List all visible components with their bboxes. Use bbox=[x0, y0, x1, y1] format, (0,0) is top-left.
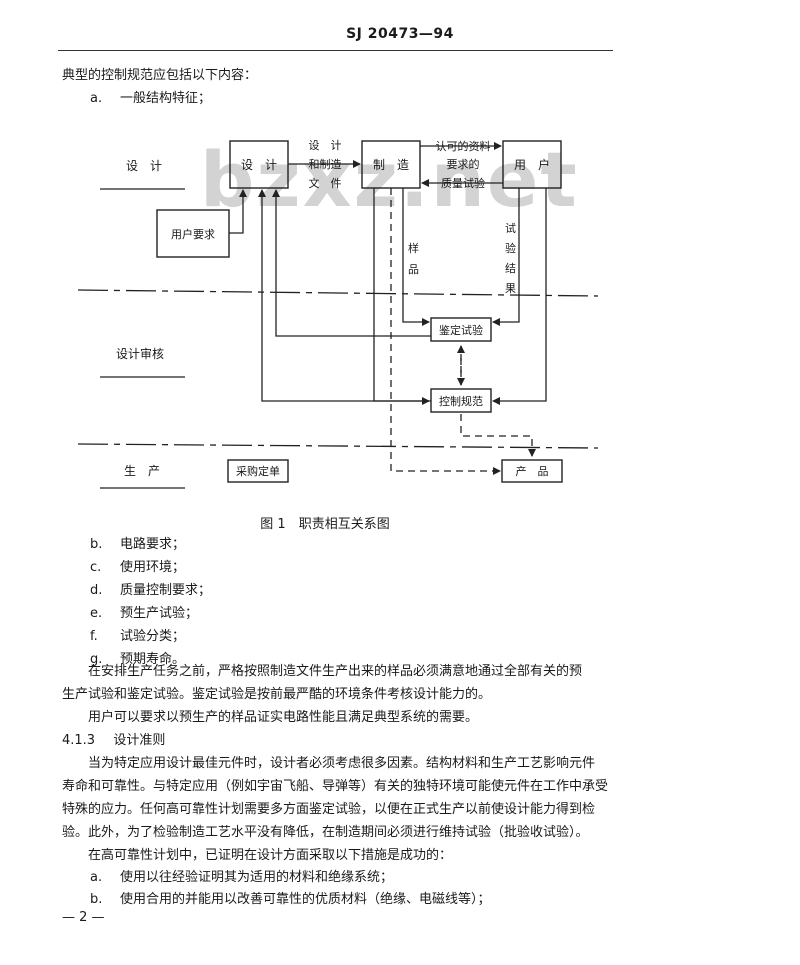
label-sample-1: 样 bbox=[408, 241, 419, 255]
para3-line1: 当为特定应用设计最佳元件时，设计者必须考虑很多因素。结构材料和生产工艺影响元件 bbox=[88, 756, 596, 771]
list-item-label: a. bbox=[90, 870, 103, 885]
arrow-results-to-test bbox=[492, 188, 520, 326]
list-item-label: d. bbox=[90, 583, 103, 598]
arrow-requirements-to-design bbox=[229, 189, 247, 234]
list-item-e: e. 预生产试验； bbox=[90, 602, 198, 621]
label-approved-data-2: 要求的 bbox=[447, 157, 480, 171]
list-item-g: g. 预期寿命。 bbox=[90, 648, 185, 667]
para1-line2: 生产试验和鉴定试验。鉴定试验是按前最严酷的环境条件考核设计能力的。 bbox=[62, 687, 492, 702]
para2: 用户可以要求以预生产的样品证实电路性能且满足典型系统的需要。 bbox=[88, 710, 479, 725]
list-item-a: a. 一般结构特征； bbox=[90, 87, 211, 106]
dashed-spec-to-product bbox=[460, 414, 536, 457]
box-user bbox=[502, 140, 562, 189]
box-purchase-order-label: 采购定单 bbox=[236, 464, 280, 478]
box-control-spec-label: 控制规范 bbox=[439, 394, 483, 408]
label-results-1: 试 bbox=[505, 222, 516, 235]
box-product-label: 产 品 bbox=[516, 464, 549, 478]
header-rule bbox=[58, 50, 613, 51]
label-approved-data-3: 质量试验 bbox=[441, 176, 485, 190]
section-title: 设计准则 bbox=[113, 733, 166, 748]
label-sample-2: 品 bbox=[408, 263, 419, 276]
lane-label-production: 生 产 bbox=[124, 464, 160, 478]
arrow-user-to-spec bbox=[492, 188, 547, 405]
list-item-b: b. 电路要求； bbox=[90, 533, 185, 552]
standard-code: SJ 20473—94 bbox=[346, 26, 454, 42]
list-item-c: c. 使用环境； bbox=[90, 556, 185, 575]
bottom-item-a: a. 使用以往经验证明其为适用的材料和绝缘系统； bbox=[90, 866, 393, 885]
arrow-sample-to-test bbox=[402, 188, 430, 326]
lane-divider-2 bbox=[77, 443, 599, 449]
figure-caption: 图 1 职责相互关系图 bbox=[260, 517, 390, 532]
list-item-text: 使用以往经验证明其为适用的材料和绝缘系统； bbox=[120, 870, 394, 885]
label-design-docs-1: 设 计 bbox=[309, 139, 342, 152]
list-item-f: f. 试验分类； bbox=[90, 625, 185, 644]
list-item-text: 使用环境； bbox=[120, 560, 186, 575]
lane-label-design: 设 计 bbox=[126, 159, 162, 173]
list-item-d: d. 质量控制要求； bbox=[90, 579, 211, 598]
responsibility-diagram: 设 计 设计审核 生 产 设 计 制 造 用 户 用户要求 鉴定试验 控制规范 … bbox=[77, 139, 599, 489]
para4: 在高可靠性计划中，已证明在设计方面采取以下措施是成功的： bbox=[88, 848, 453, 863]
intro-text: 典型的控制规范应包括以下内容： bbox=[62, 68, 258, 83]
box-qualification-test bbox=[430, 317, 492, 342]
label-results-2: 验 bbox=[505, 241, 516, 255]
lane-label-review: 设计审核 bbox=[116, 346, 164, 361]
page-number: — 2 — bbox=[62, 910, 105, 925]
box-product bbox=[501, 459, 563, 483]
list-item-text: 质量控制要求； bbox=[120, 583, 212, 598]
box-qualification-test-label: 鉴定试验 bbox=[439, 323, 483, 337]
list-item-text: 一般结构特征； bbox=[120, 91, 212, 106]
para3-line2: 寿命和可靠性。与特定应用（例如宇宙飞船、导弹等）有关的独特环境可能使元件在工作中… bbox=[62, 779, 609, 794]
list-item-text: 使用合用的并能用以改善可靠性的优质材料（绝缘、电磁线等）； bbox=[120, 892, 491, 907]
arrow-test-to-design bbox=[272, 189, 431, 337]
list-item-label: b. bbox=[90, 537, 103, 552]
box-user-label: 用 户 bbox=[514, 157, 550, 172]
list-item-label: g. bbox=[90, 652, 103, 667]
list-item-text: 预期寿命。 bbox=[120, 652, 186, 667]
list-item-label: b. bbox=[90, 892, 103, 907]
label-approved-data-1: 认可的资料 bbox=[436, 139, 491, 153]
label-design-docs-3: 文 件 bbox=[309, 176, 342, 190]
section-heading: 4.1.3 设计准则 bbox=[62, 729, 165, 748]
dashed-manufacture-to-product bbox=[390, 188, 501, 475]
para3-line3: 特殊的应力。任何高可靠性计划需要多方面鉴定试验，以便在正式生产以前使设计能力得到… bbox=[62, 802, 596, 817]
arrow-spec-to-design bbox=[258, 189, 431, 402]
box-user-requirements-label: 用户要求 bbox=[171, 227, 215, 241]
section-number: 4.1.3 bbox=[62, 733, 96, 748]
label-results-4: 果 bbox=[505, 282, 516, 295]
list-item-label: a. bbox=[90, 91, 103, 106]
bottom-item-b: b. 使用合用的并能用以改善可靠性的优质材料（绝缘、电磁线等）； bbox=[90, 888, 491, 907]
para3-line4: 验。此外，为了检验制造工艺水平没有降低，在制造期间必须进行维持试验（批验收试验）… bbox=[62, 825, 589, 840]
list-item-text: 电路要求； bbox=[120, 537, 186, 552]
box-design-label: 设 计 bbox=[241, 158, 277, 172]
watermark: bzxz.net bbox=[200, 135, 579, 224]
box-manufacture-label: 制 造 bbox=[373, 158, 409, 172]
list-item-text: 预生产试验； bbox=[120, 606, 199, 621]
arrow-manufacture-to-spec bbox=[373, 188, 430, 405]
lane-divider-1 bbox=[77, 289, 599, 297]
label-design-docs-2: 和制造 bbox=[309, 157, 342, 171]
list-item-label: e. bbox=[90, 606, 103, 621]
list-item-text: 试验分类； bbox=[120, 629, 186, 644]
box-purchase-order bbox=[227, 459, 289, 483]
label-results-3: 结 bbox=[505, 262, 516, 275]
para1-line1: 在安排生产任务之前，严格按照制造文件生产出来的样品必须满意地通过全部有关的预 bbox=[88, 664, 583, 679]
list-item-label: f. bbox=[90, 629, 98, 644]
list-item-label: c. bbox=[90, 560, 102, 575]
